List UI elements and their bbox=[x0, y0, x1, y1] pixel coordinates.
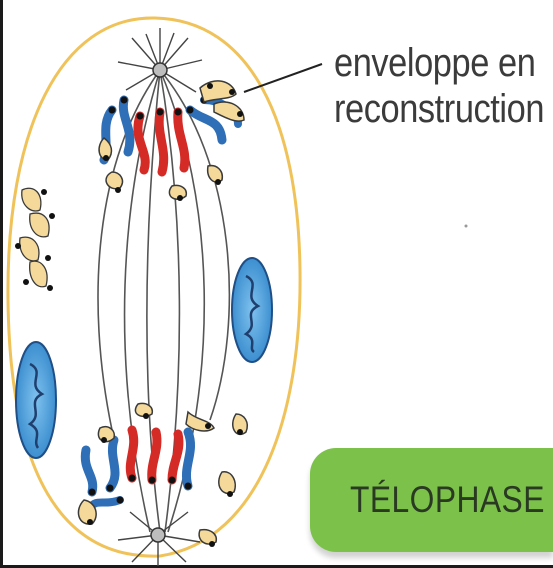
speck bbox=[465, 225, 468, 228]
phase-badge: TÉLOPHASE bbox=[310, 448, 553, 552]
mitochondrion-left bbox=[16, 342, 56, 458]
caption-line-2: reconstruction bbox=[334, 86, 519, 132]
mitochondrion-right bbox=[232, 258, 272, 362]
caption-line-1: enveloppe en bbox=[334, 40, 519, 86]
phase-label: TÉLOPHASE bbox=[350, 479, 545, 521]
envelope-caption: enveloppe en reconstruction bbox=[334, 40, 519, 132]
